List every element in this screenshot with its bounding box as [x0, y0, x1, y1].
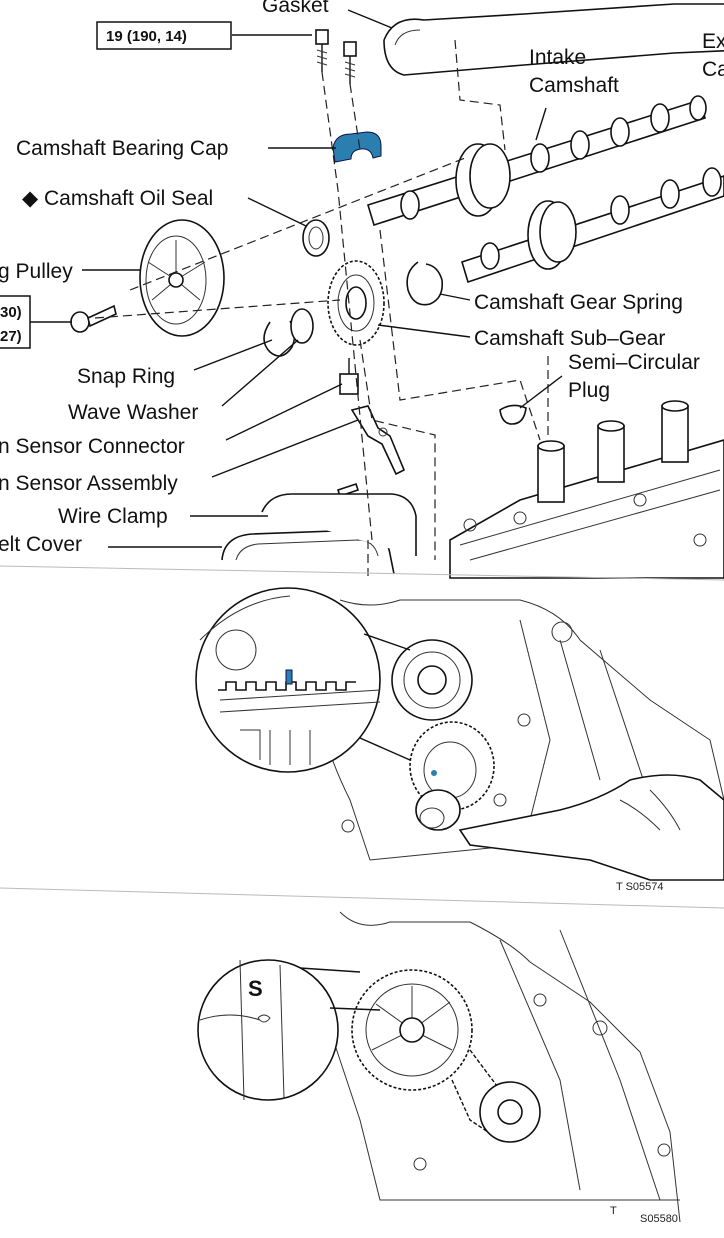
- gear-spring-part: [406, 261, 444, 306]
- exhaust-camshaft-part: [461, 167, 724, 284]
- s-mark-label: S: [248, 976, 263, 1001]
- exhaust-camshaft-label-2: Ca: [702, 58, 724, 81]
- sub-gear-part: [327, 260, 385, 346]
- wire-clamp-label: Wire Clamp: [58, 505, 168, 528]
- oil-seal-part: [302, 219, 330, 257]
- leader-lines: [30, 9, 563, 548]
- middle-timing-figure: T S05574: [195, 587, 724, 893]
- sensor-assembly-label: n Sensor Assembly: [0, 472, 178, 495]
- torque-spec-partial2-text: 27): [0, 328, 22, 345]
- intake-camshaft-label-1: Intake: [529, 46, 586, 69]
- bearing-cap-part: [332, 131, 382, 163]
- semi-circular-plug-part: [499, 404, 527, 425]
- timing-pulley-label: g Pulley: [0, 260, 73, 283]
- crank-gear-part: [409, 721, 495, 831]
- snap-ring-part: [263, 320, 296, 357]
- sensor-parts: [336, 358, 406, 498]
- bottom-figure-code: S05580: [640, 1213, 678, 1225]
- middle-figure-code: T S05574: [616, 881, 664, 893]
- timing-mark-magnifier: [195, 587, 381, 773]
- bottom-figure-prefix: T: [610, 1205, 617, 1217]
- wave-washer-label: Wave Washer: [68, 401, 198, 424]
- sensor-connector-label: n Sensor Connector: [0, 435, 185, 458]
- section-divider-2: [0, 887, 724, 909]
- idler-pulley-part: [391, 639, 473, 721]
- cam-pulley-part: [351, 969, 473, 1091]
- section-divider-1: [0, 565, 724, 581]
- belt-cover-label: elt Cover: [0, 533, 82, 556]
- exhaust-camshaft-label-1: Ex: [702, 30, 724, 53]
- bottom-timing-figure: S T S05580: [197, 911, 681, 1225]
- assembly-dashed-lines: [94, 39, 549, 576]
- torque-spec-box-partial: [0, 295, 31, 349]
- torque-spec-box: [96, 21, 232, 50]
- pulley-mark-magnifier: S: [197, 959, 339, 1101]
- bearing-cap-label: Camshaft Bearing Cap: [16, 137, 228, 160]
- bottom-idler-part: [479, 1081, 541, 1143]
- semi-circular-plug-label-1: Semi–Circular: [568, 351, 700, 374]
- torque-spec-text: 19 (190, 14): [106, 28, 187, 45]
- top-exploded-figure: 19 (190, 14) 30) 27) Gasket Intake Camsh…: [0, 0, 724, 579]
- sub-gear-label: Camshaft Sub–Gear: [474, 327, 665, 350]
- timing-pulley-part: [139, 219, 225, 337]
- oil-seal-label: ◆ Camshaft Oil Seal: [22, 187, 213, 210]
- belt-cover-part: [221, 493, 417, 575]
- bolts: [315, 29, 357, 84]
- gear-spring-label: Camshaft Gear Spring: [474, 291, 683, 314]
- intake-camshaft-label-2: Camshaft: [529, 74, 619, 97]
- gasket-part: [383, 3, 724, 76]
- wave-washer-part: [290, 308, 314, 344]
- intake-camshaft-part: [367, 95, 707, 227]
- snap-ring-label: Snap Ring: [77, 365, 175, 388]
- cylinder-head-part: [449, 400, 724, 579]
- semi-circular-plug-label-2: Plug: [568, 379, 610, 402]
- torque-spec-partial-text: 30): [0, 304, 22, 321]
- hand-part: [458, 774, 724, 881]
- gasket-label: Gasket: [262, 0, 329, 17]
- pulley-bolt-part: [70, 304, 117, 333]
